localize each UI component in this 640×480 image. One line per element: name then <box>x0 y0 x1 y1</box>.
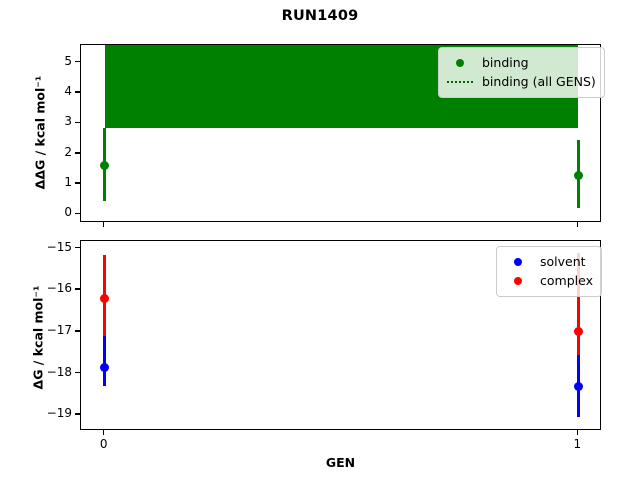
x-tick-mark <box>102 430 105 435</box>
solvent-point-gen-1 <box>573 381 583 391</box>
y-tick-label: 2 <box>64 144 72 159</box>
x-tick-mark <box>576 222 579 227</box>
y-tick-mark <box>75 330 80 332</box>
y-tick-label: −15 <box>46 239 72 254</box>
legend-label-solvent: solvent <box>540 254 586 269</box>
y-tick-label: −16 <box>46 281 72 296</box>
legend-label-binding: binding <box>482 55 529 70</box>
y-tick-label: 4 <box>64 83 72 98</box>
legend-item-binding-all-gens: binding (all GENS) <box>445 72 596 91</box>
x-tick-mark <box>576 430 579 435</box>
legend-item-complex: complex <box>503 271 593 290</box>
complex-point-gen-1 <box>573 327 583 337</box>
y-tick-label: 0 <box>64 205 72 220</box>
y-tick-label: −18 <box>46 364 72 379</box>
y-tick-mark <box>75 413 80 415</box>
top-plot-y-axis-label: ΔΔG / kcal mol⁻¹ <box>32 75 48 190</box>
complex-errorbar-gen-1 <box>576 252 580 368</box>
y-tick-label: −19 <box>46 406 72 421</box>
complex-point-gen-0 <box>100 294 110 303</box>
x-tick-mark <box>102 222 105 227</box>
legend-marker-binding-icon <box>445 58 475 67</box>
y-tick-label: 5 <box>64 53 72 68</box>
legend-label-binding-all-gens: binding (all GENS) <box>482 74 596 90</box>
legend-marker-solvent-icon <box>503 257 533 266</box>
y-tick-label: 1 <box>64 175 72 190</box>
y-tick-label: −17 <box>46 322 72 337</box>
legend-marker-complex-icon <box>503 277 533 286</box>
y-tick-mark <box>75 151 80 154</box>
y-tick-mark <box>75 121 80 124</box>
figure-title: RUN1409 <box>281 8 359 24</box>
binding-point-gen-0 <box>100 161 110 171</box>
bottom-plot-legend: solvent complex <box>496 246 602 297</box>
legend-dotted-line-icon <box>445 81 475 84</box>
legend-item-solvent: solvent <box>503 252 593 271</box>
legend-item-binding: binding <box>445 53 596 72</box>
bottom-plot-y-axis-label: ΔG / kcal mol⁻¹ <box>30 285 46 390</box>
y-tick-mark <box>75 182 80 184</box>
binding-point-gen-1 <box>573 170 583 180</box>
top-plot-legend: binding binding (all GENS) <box>438 47 605 98</box>
x-axis-label: GEN <box>325 455 356 470</box>
y-tick-mark <box>75 60 80 63</box>
solvent-errorbar-gen-0 <box>103 336 107 386</box>
y-tick-mark <box>75 212 80 215</box>
legend-label-complex: complex <box>540 273 593 289</box>
x-tick-label: 1 <box>573 437 582 451</box>
y-tick-mark <box>75 246 80 249</box>
y-tick-label: 3 <box>64 114 72 129</box>
y-tick-mark <box>75 371 80 374</box>
y-tick-mark <box>75 91 80 93</box>
solvent-point-gen-0 <box>100 362 110 372</box>
y-tick-mark <box>75 288 80 290</box>
x-tick-label: 0 <box>99 437 108 451</box>
